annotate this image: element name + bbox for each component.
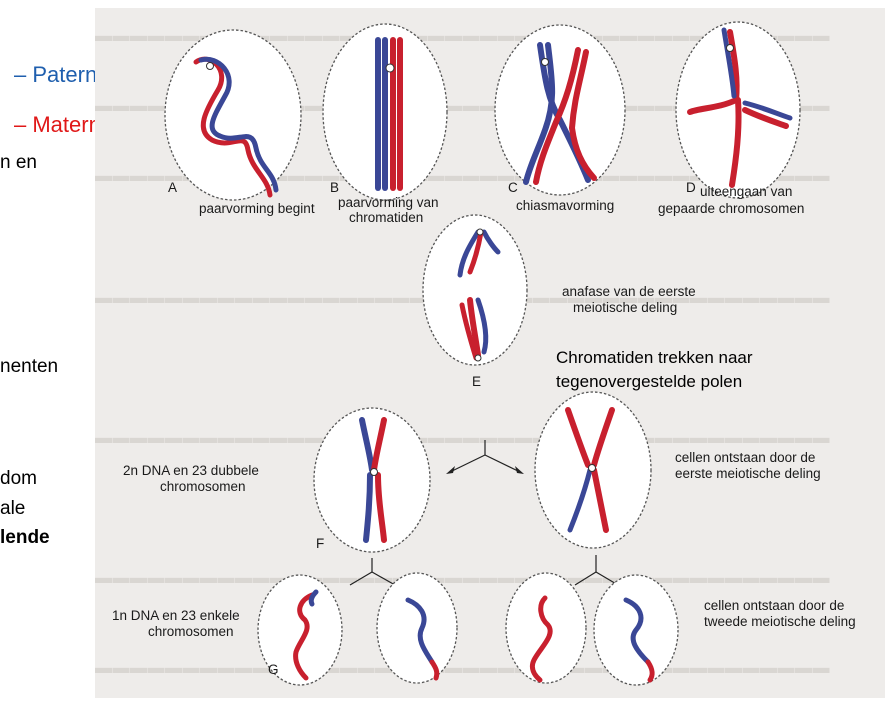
panel-letter-a: A [168, 180, 177, 195]
panel-letter-d: D [686, 180, 696, 195]
centromere-icon [476, 228, 484, 236]
maternal-chromosome [293, 592, 315, 681]
maternal-segment [429, 659, 440, 681]
caption-f-right-1: cellen ontstaan door de [675, 450, 815, 465]
maternal-chromatid [591, 467, 609, 533]
maternal-chromosome [467, 229, 484, 275]
arrow-right-icon [595, 571, 619, 586]
maternal-chromatid [533, 47, 581, 185]
paternal-chromosome [405, 597, 435, 665]
panel-letter-c: C [508, 180, 518, 195]
left-fragment-2: nenten [0, 356, 59, 377]
maternal-chromosome [459, 302, 479, 361]
background-texture: ▬▬▬▬▬▬▬▬▬▬▬▬▬▬▬▬▬▬▬▬▬▬▬▬▬▬▬▬▬▬▬▬▬▬▬▬▬▬▬▬… [95, 26, 830, 45]
panel-f: 2n DNA en 23 dubbele chromosomen F celle… [123, 391, 821, 553]
cell-outline [376, 572, 458, 684]
paternal-chromatid [567, 467, 593, 533]
caption-e-1: anafase van de eerste [562, 284, 696, 299]
panel-letter-f: F [316, 536, 324, 551]
panel-a: A paarvorming begint [164, 29, 315, 216]
arrowhead-icon [446, 466, 455, 474]
arrow-left-icon [449, 454, 486, 473]
paternal-chromatid [359, 417, 375, 473]
centromere-icon [541, 58, 549, 66]
centromere-icon [726, 44, 734, 52]
caption-g-right-1: cellen ontstaan door de [704, 598, 844, 613]
caption-f-right-2: eerste meiotische deling [675, 466, 821, 481]
maternal-chromatid [565, 407, 591, 468]
left-fragment-4: ale [0, 498, 26, 519]
paternal-chromosome [742, 100, 793, 121]
centromere-icon [474, 354, 482, 362]
left-fragment-5: lende [0, 527, 50, 548]
paternal-chromosome [721, 27, 737, 99]
division-arrows-1 [446, 440, 524, 474]
slide-left-panel: – Paternaal – Maternaal n en nenten dom … [0, 0, 130, 705]
arrowhead-icon [515, 466, 524, 474]
panel-letter-g: G [268, 662, 279, 677]
panel-e: anafase van de eerste meiotische deling … [422, 214, 753, 391]
paternal-chromosome [198, 56, 279, 193]
maternal-chromosome [742, 107, 789, 129]
centromere-icon [588, 464, 596, 472]
maternal-chromosome [729, 97, 742, 188]
caption-g-left-2: chromosomen [148, 624, 234, 639]
cell-outline [164, 29, 302, 201]
paternal-chromosome [481, 229, 501, 255]
maternal-segment [645, 659, 655, 683]
caption-b-1: paarvorming van [338, 195, 439, 210]
annotation-line-2: tegenovergestelde polen [556, 372, 742, 391]
maternal-chromosome [529, 595, 553, 683]
legend-dash-icon: – [14, 62, 33, 87]
panel-letter-e: E [472, 374, 481, 389]
paternal-segment [308, 589, 319, 607]
maternal-chromosome [193, 56, 273, 198]
cell-outline [257, 574, 343, 686]
maternal-chromatid [375, 472, 387, 543]
caption-d-1: uiteengaan van [700, 184, 792, 199]
centromere-icon [370, 468, 378, 476]
legend-dash-icon: – [14, 112, 33, 137]
left-fragment-1: n en [0, 152, 37, 173]
paternal-chromatid [363, 472, 373, 543]
arrow-right-icon [484, 454, 521, 473]
maternal-chromatid [568, 49, 597, 181]
panel-b: B paarvorming van chromatiden [322, 23, 448, 225]
panel-g: 1n DNA en 23 enkele chromosomen G cellen… [112, 572, 856, 686]
caption-f-left-2: chromosomen [160, 479, 246, 494]
centromere-icon [385, 63, 395, 73]
paternal-chromosome [475, 297, 489, 355]
caption-b-2: chromatiden [349, 210, 423, 225]
caption-g-left-1: 1n DNA en 23 enkele [112, 608, 240, 623]
maternal-chromosome [467, 297, 481, 358]
division-arrows-2 [349, 555, 619, 586]
arrow-left-icon [574, 571, 597, 586]
caption-f-left-1: 2n DNA en 23 dubbele [123, 463, 259, 478]
annotation-line-1: Chromatiden trekken naar [556, 348, 753, 367]
arrow-right-icon [371, 571, 396, 586]
caption-c: chiasmavorming [516, 198, 614, 213]
cell-outline [505, 572, 587, 684]
maternal-chromatid [371, 417, 387, 473]
centromere-icon [206, 62, 214, 70]
caption-g-right-2: tweede meiotische deling [704, 614, 856, 629]
caption-e-2: meiotische deling [573, 300, 677, 315]
paternal-chromosome [457, 229, 481, 278]
maternal-chromatid [591, 407, 615, 468]
panel-letter-b: B [330, 180, 339, 195]
arrow-left-icon [349, 571, 373, 586]
left-fragment-3: dom [0, 468, 37, 489]
caption-a: paarvorming begint [199, 201, 315, 216]
panel-c: C chiasmavorming [494, 24, 626, 213]
cell-outline [422, 214, 528, 366]
caption-d-2: gepaarde chromosomen [658, 201, 804, 216]
panel-d: D uiteengaan van gepaarde chromosomen [658, 21, 804, 216]
paternal-chromosome [623, 597, 651, 665]
paternal-chromatid [523, 42, 556, 185]
